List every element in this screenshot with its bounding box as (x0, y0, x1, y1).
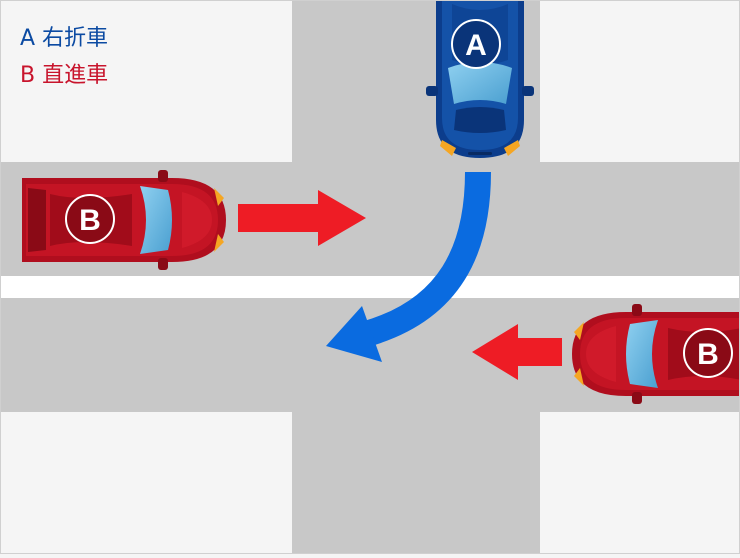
car-b-left-label: B (79, 204, 101, 237)
right-arrow-icon (238, 190, 366, 246)
car-a: A (426, 0, 534, 158)
car-a-badge (451, 19, 501, 69)
car-b-right-label: B (697, 338, 719, 371)
car-b-left-badge (65, 194, 115, 244)
curved-turn-arrow-icon (326, 171, 491, 362)
lane-divider (0, 276, 740, 298)
left-arrow-icon (472, 324, 562, 380)
car-b-left: B (22, 170, 226, 270)
car-b-right: B (572, 304, 740, 404)
car-b-right-badge (683, 328, 733, 378)
legend-b-straight-car: B 直進車 (20, 63, 109, 88)
car-a-label: A (465, 29, 487, 62)
legend-a-right-turn-car: A 右折車 (20, 26, 109, 51)
